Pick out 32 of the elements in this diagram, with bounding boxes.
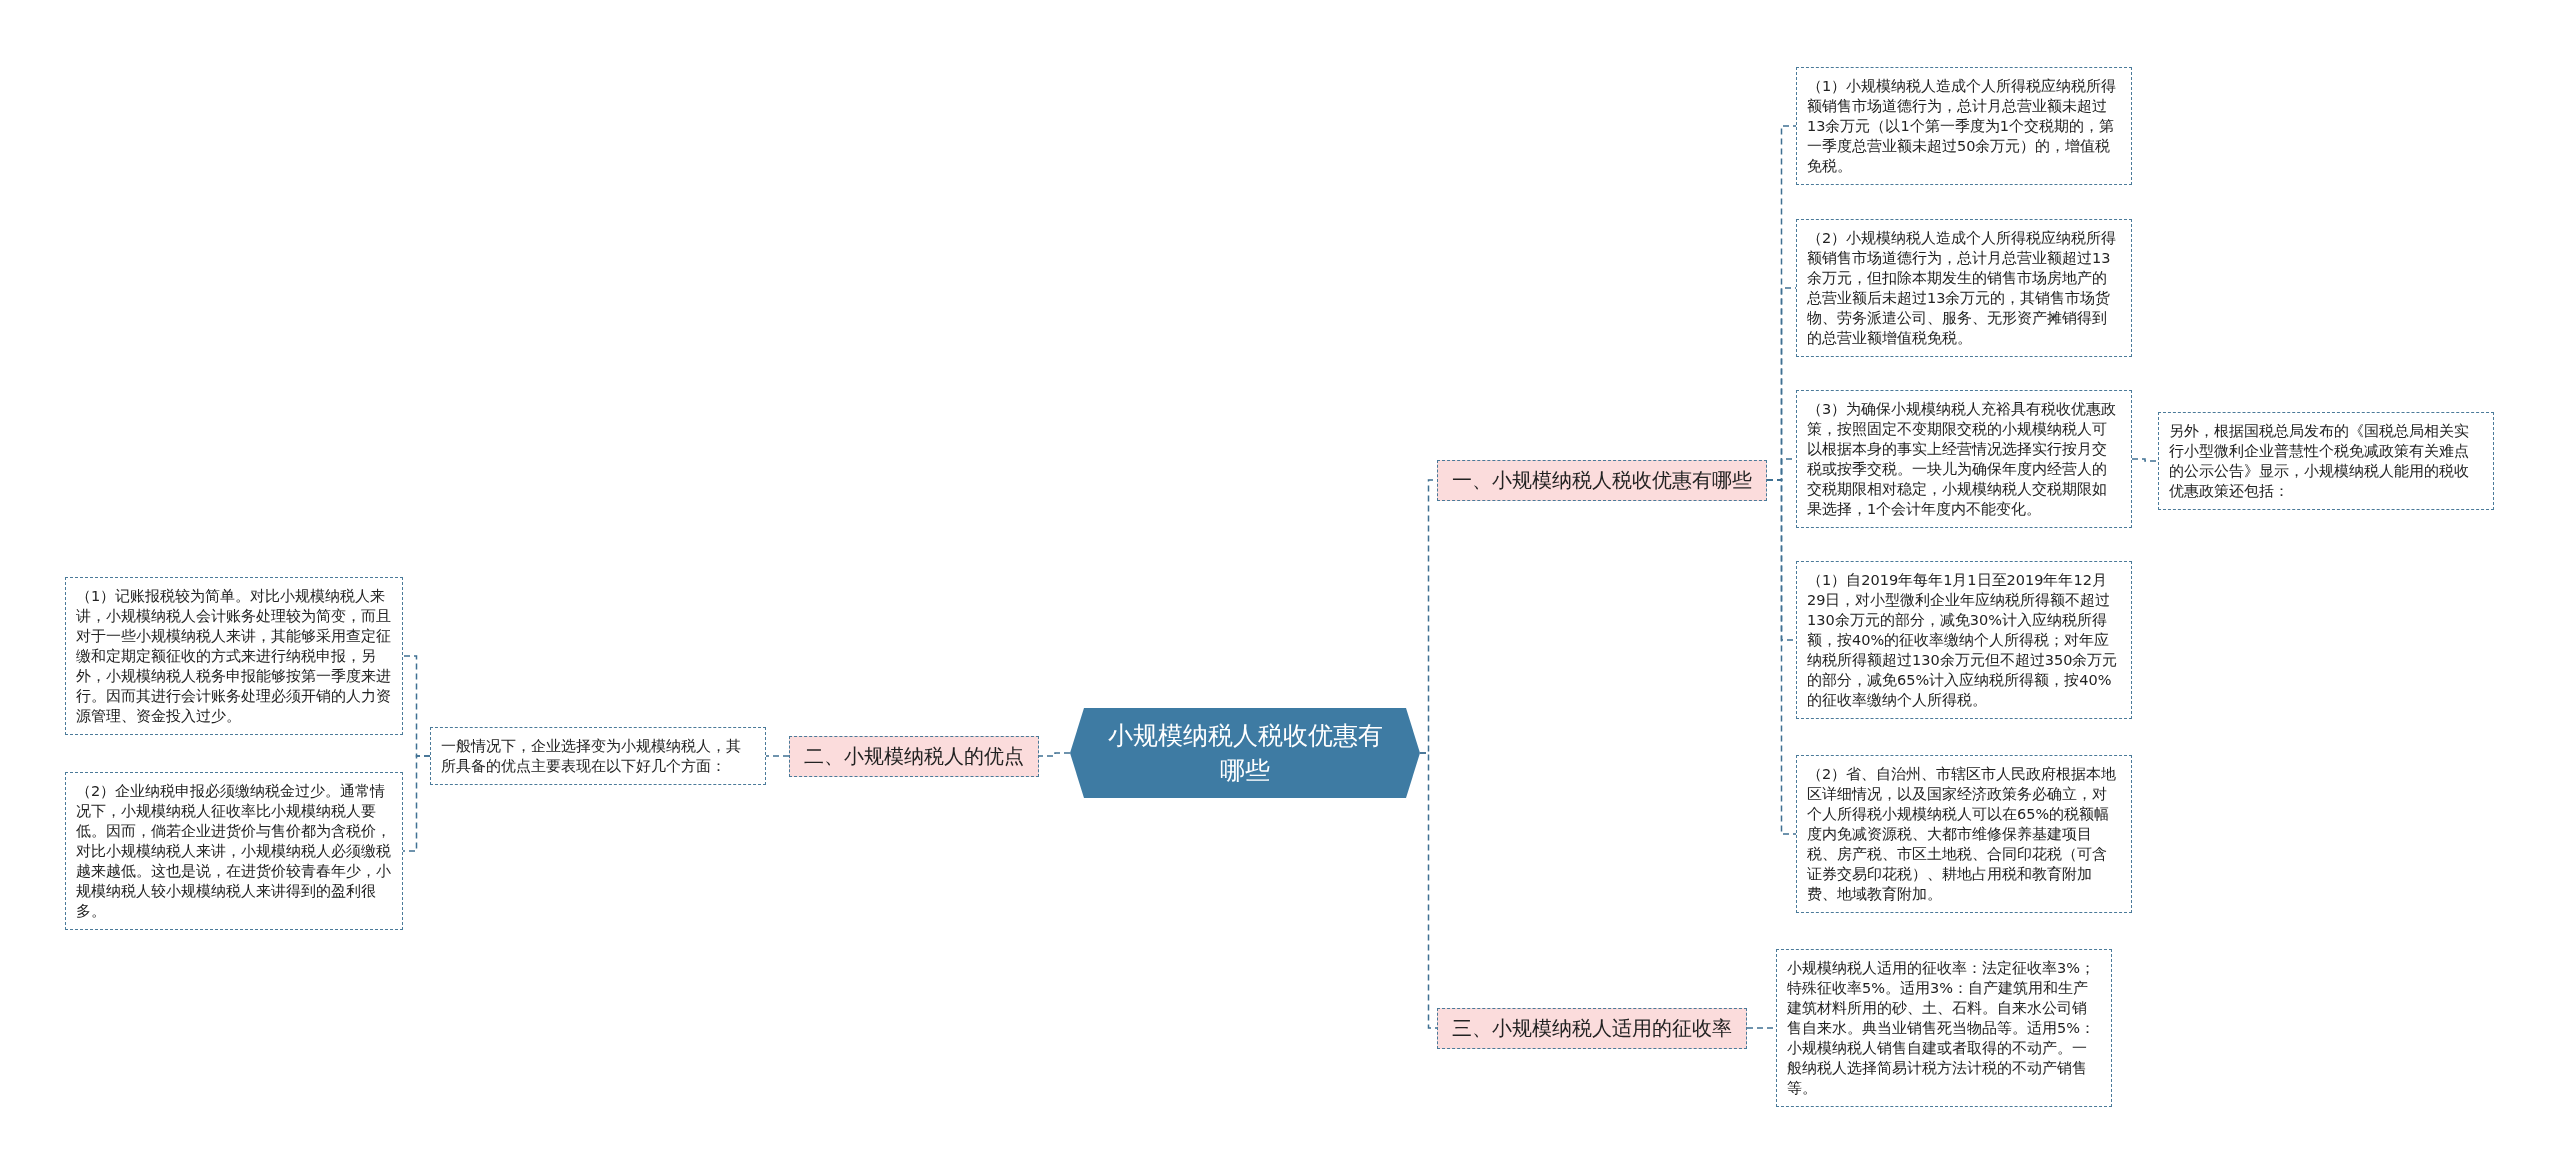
connector-line [765,755,790,757]
connector-line [1419,752,1438,1029]
node-text: 二、小规模纳税人的优点 [804,742,1024,770]
connector-line [1038,752,1071,757]
connector-line [402,755,431,852]
node-text: 小规模纳税人适用的征收率：法定征收率3%；特殊征收率5%。适用3%：自产建筑用和生产建筑材料所用的砂、土、石料。自来水公司销售自来水。典当业销售死当物品等。适用5%：小规模纳税人销售自建或者取得的不动产。一般纳税人选择简易计税方法计税的不动产销售等。 [1787,959,2096,1098]
connector-line [2131,458,2159,462]
node-text: 另外，根据国税总局发布的《国税总局相关实行小型微利企业普慧性个税免减政策有关难点的公示公告》显示，小规模纳税人能用的税收优惠政策还包括： [2169,422,2470,501]
node-text: （2）省、自治州、市辖区市人民政府根据本地区详细情况，以及国家经济政策务必确立，对个人所得税小规模纳税人可以在65%的税额幅度内免减资源税、大都市维修保养基建项目税、房产税、市区土地税、合同印花税（可含证券交易印花税）、耕地占用税和教育附加费、地域教育附加。 [1807,765,2118,904]
note-box [430,727,766,785]
note-box [2158,412,2494,510]
note-box [1796,755,2132,913]
node-text: 一、小规模纳税人税收优惠有哪些 [1452,466,1752,494]
branch-box [1437,1007,1747,1049]
node-text: 三、小规模纳税人适用的征收率 [1452,1014,1732,1042]
note-box [1796,561,2132,719]
node-text: （1）自2019年每年1月1日至2019年年12月29日，对小型微利企业年应纳税所得额不超过130余万元的部分，减免30%计入应纳税所得额，按40%的征收率缴纳个人所得税；对年应纳税所得额超过130余万元但不超过350余万元的部分，减免65%计入应纳税所得额，按40%的征收率缴纳个人所得税。 [1807,571,2119,710]
node-text: 小规模纳税人税收优惠有哪些 [1106,720,1384,787]
note-box [65,577,403,735]
node-text: （2）小规模纳税人造成个人所得税应纳税所得额销售市场道德行为，总计月总营业额超过13余万元，但扣除本期发生的销售市场房地产的总营业额后未超过13余万元的，其销售市场货物、劳务派遣公司、服务、无形资产摊销得到的总营业额增值税免税。 [1807,229,2118,348]
branch-box [789,735,1039,777]
branch-box [1437,459,1767,501]
node-text: （1）小规模纳税人造成个人所得税应纳税所得额销售市场道德行为，总计月总营业额未超过13余万元（以1个第一季度为1个交税期的，第一季度总营业额未超过50余万元）的，增值税免税。 [1807,77,2118,176]
note-box [65,772,403,930]
note-box [1796,67,2132,185]
node-text: （1）记账报税较为简单。对比小规模纳税人来讲，小规模纳税人会计账务处理较为简变，而且对于一些小规模纳税人来讲，其能够采用查定征缴和定期定额征收的方式来进行纳税申报，另外，小规模纳税人税务申报能够按第一季度来进行。因而其进行会计账务处理必须开销的人力资源管理、资金投入过少。 [76,587,392,726]
note-box [1796,390,2132,528]
note-box [1796,219,2132,357]
node-text: （2）企业纳税申报必须缴纳税金过少。通常情况下，小规模纳税人征收率比小规模纳税人要低。因而，倘若企业进货价与售价都为含税价，对比小规模纳税人来讲，小规模纳税人必须缴税越来越低。这也是说，在进货价较青春年少，小规模纳税人较小规模纳税人来讲得到的盈利很多。 [76,782,392,921]
node-text: （3）为确保小规模纳税人充裕具有税收优惠政策，按照固定不变期限交税的小规模纳税人可以根据本身的事实上经营情况选择实行按月交税或按季交税。一块儿为确保年度内经营人的交税期限相对稳定，小规模纳税人交税期限如果选择，1个会计年度内不能变化。 [1807,400,2118,519]
node-text: 一般情况下，企业选择变为小规模纳税人，其所具备的优点主要表现在以下好几个方面： [441,737,742,776]
note-box [1776,949,2112,1107]
